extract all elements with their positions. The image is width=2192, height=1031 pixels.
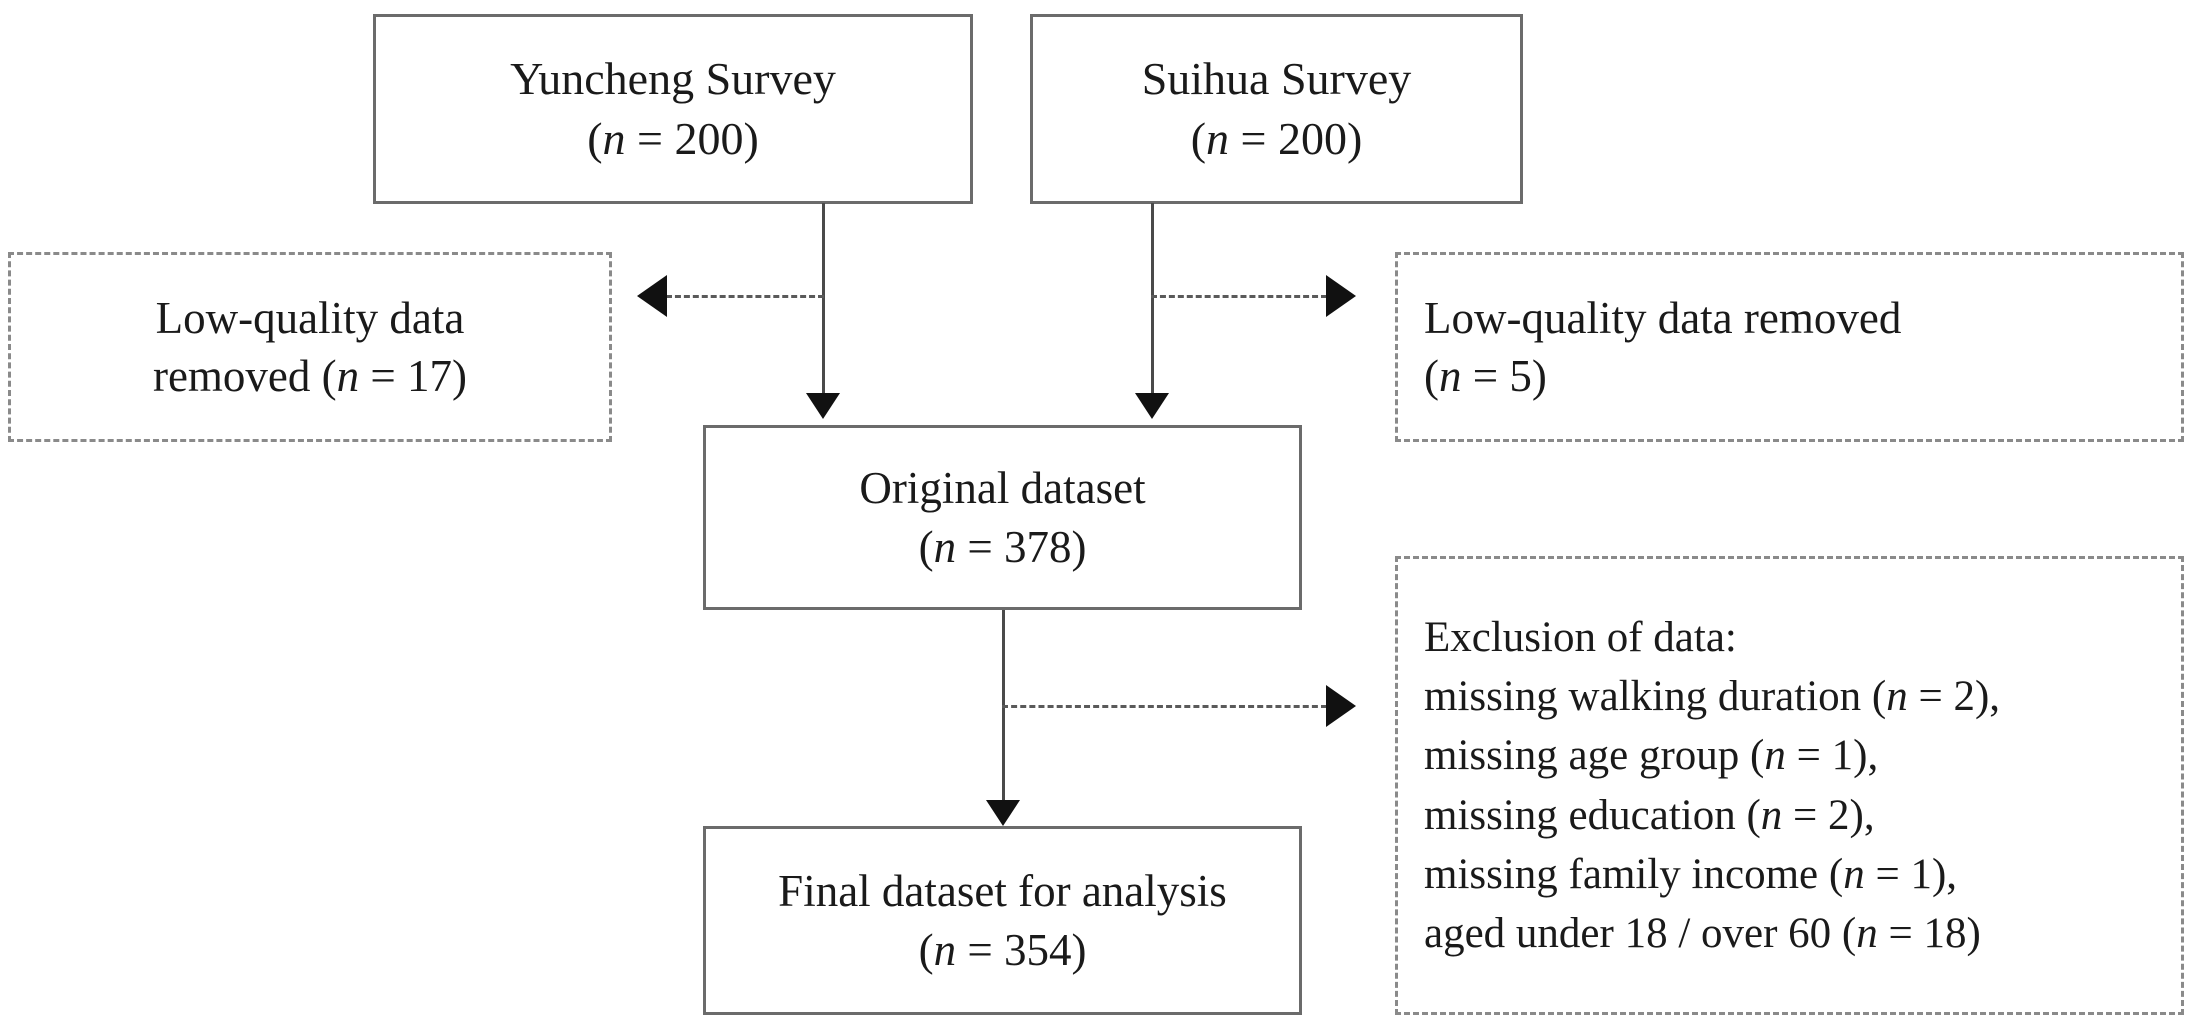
n-value-text: = 2), — [1907, 672, 2001, 720]
exclusion-item-prefix: missing age group ( — [1424, 732, 1765, 780]
node-exclusion-of-data[interactable]: Exclusion of data: missing walking durat… — [1395, 556, 2184, 1015]
connector-yuncheng-to-lowq-left-arrowhead — [637, 275, 667, 317]
exclusion-item: missing family income (n = 1), — [1398, 845, 1957, 904]
yuncheng-survey-title: Yuncheng Survey — [510, 53, 836, 105]
exclusion-item: missing education (n = 2), — [1398, 786, 1875, 845]
n-value-text: = 378) — [956, 521, 1087, 572]
n-value-text: = 354) — [956, 924, 1087, 975]
connector-suihua-to-lowq-right-arrowhead — [1326, 275, 1356, 317]
paren-open: ( — [1190, 113, 1207, 164]
paren-open: ( — [918, 521, 934, 572]
n-symbol: n — [1764, 732, 1786, 780]
n-value-text: = 1), — [1785, 732, 1879, 780]
exclusion-item-prefix: aged under 18 / over 60 ( — [1424, 910, 1857, 958]
connector-suihua-to-original-arrowhead — [1135, 393, 1169, 419]
n-symbol: n — [933, 924, 957, 975]
n-value-text: = 1), — [1864, 850, 1958, 898]
suihua-survey-count: (n = 200) — [1191, 109, 1363, 169]
yuncheng-survey-count: (n = 200) — [587, 109, 759, 169]
connector-yuncheng-to-original-line — [822, 203, 825, 395]
n-symbol: n — [1843, 850, 1865, 898]
paren-open: ( — [918, 924, 934, 975]
connector-original-to-final-line — [1002, 610, 1005, 808]
low-quality-left-prefix: removed ( — [152, 351, 337, 401]
final-dataset-count: (n = 354) — [919, 921, 1087, 980]
node-final-dataset[interactable]: Final dataset for analysis (n = 354) — [703, 826, 1302, 1015]
connector-original-to-final-arrowhead — [986, 800, 1020, 826]
node-low-quality-removed-left[interactable]: Low-quality data removed (n = 17) — [8, 252, 612, 442]
n-symbol: n — [1206, 113, 1230, 164]
connector-yuncheng-to-lowq-left-line — [666, 295, 824, 298]
n-value-text: = 17) — [359, 351, 468, 401]
n-symbol: n — [1760, 791, 1783, 839]
suihua-survey-title: Suihua Survey — [1141, 53, 1412, 105]
original-dataset-count: (n = 378) — [919, 518, 1087, 577]
node-suihua-survey[interactable]: Suihua Survey (n = 200) — [1030, 14, 1523, 204]
exclusion-item: missing walking duration (n = 2), — [1398, 667, 2000, 726]
connector-suihua-to-original-line — [1151, 203, 1154, 395]
n-value-text: = 200) — [625, 113, 759, 164]
exclusion-item-prefix: missing education ( — [1424, 791, 1761, 839]
original-dataset-title: Original dataset — [859, 463, 1146, 513]
low-quality-right-prefix: ( — [1424, 351, 1439, 401]
n-symbol: n — [1856, 910, 1878, 958]
exclusion-item-prefix: missing family income ( — [1424, 850, 1844, 898]
paren-open: ( — [587, 113, 603, 164]
node-yuncheng-survey[interactable]: Yuncheng Survey (n = 200) — [373, 14, 973, 204]
exclusion-heading: Exclusion of data: — [1424, 613, 1737, 661]
n-value-text: = 200) — [1229, 113, 1363, 164]
node-original-dataset[interactable]: Original dataset (n = 378) — [703, 425, 1302, 610]
n-value-text: = 18) — [1877, 910, 1981, 958]
connector-original-to-exclusion-arrowhead — [1326, 685, 1356, 727]
low-quality-right-line1: Low-quality data removed — [1424, 292, 1902, 343]
n-value-text: = 5) — [1461, 351, 1547, 401]
n-symbol: n — [1886, 672, 1908, 720]
exclusion-item-prefix: missing walking duration ( — [1424, 672, 1887, 720]
node-low-quality-removed-right[interactable]: Low-quality data removed (n = 5) — [1395, 252, 2184, 442]
low-quality-left-line1: Low-quality data — [155, 292, 465, 343]
exclusion-item: aged under 18 / over 60 (n = 18) — [1398, 904, 1981, 963]
n-value-text: = 2), — [1782, 791, 1875, 839]
connector-original-to-exclusion-line — [1002, 705, 1327, 708]
n-symbol: n — [1439, 351, 1462, 401]
connector-suihua-to-lowq-right-line — [1151, 295, 1327, 298]
low-quality-left-line2: removed (n = 17) — [153, 347, 467, 406]
exclusion-item: missing age group (n = 1), — [1398, 726, 1878, 785]
n-symbol: n — [336, 351, 360, 401]
n-symbol: n — [933, 521, 957, 572]
low-quality-right-line2: (n = 5) — [1398, 347, 1547, 406]
connector-yuncheng-to-original-arrowhead — [806, 393, 840, 419]
final-dataset-title: Final dataset for analysis — [778, 866, 1227, 916]
n-symbol: n — [602, 113, 626, 164]
